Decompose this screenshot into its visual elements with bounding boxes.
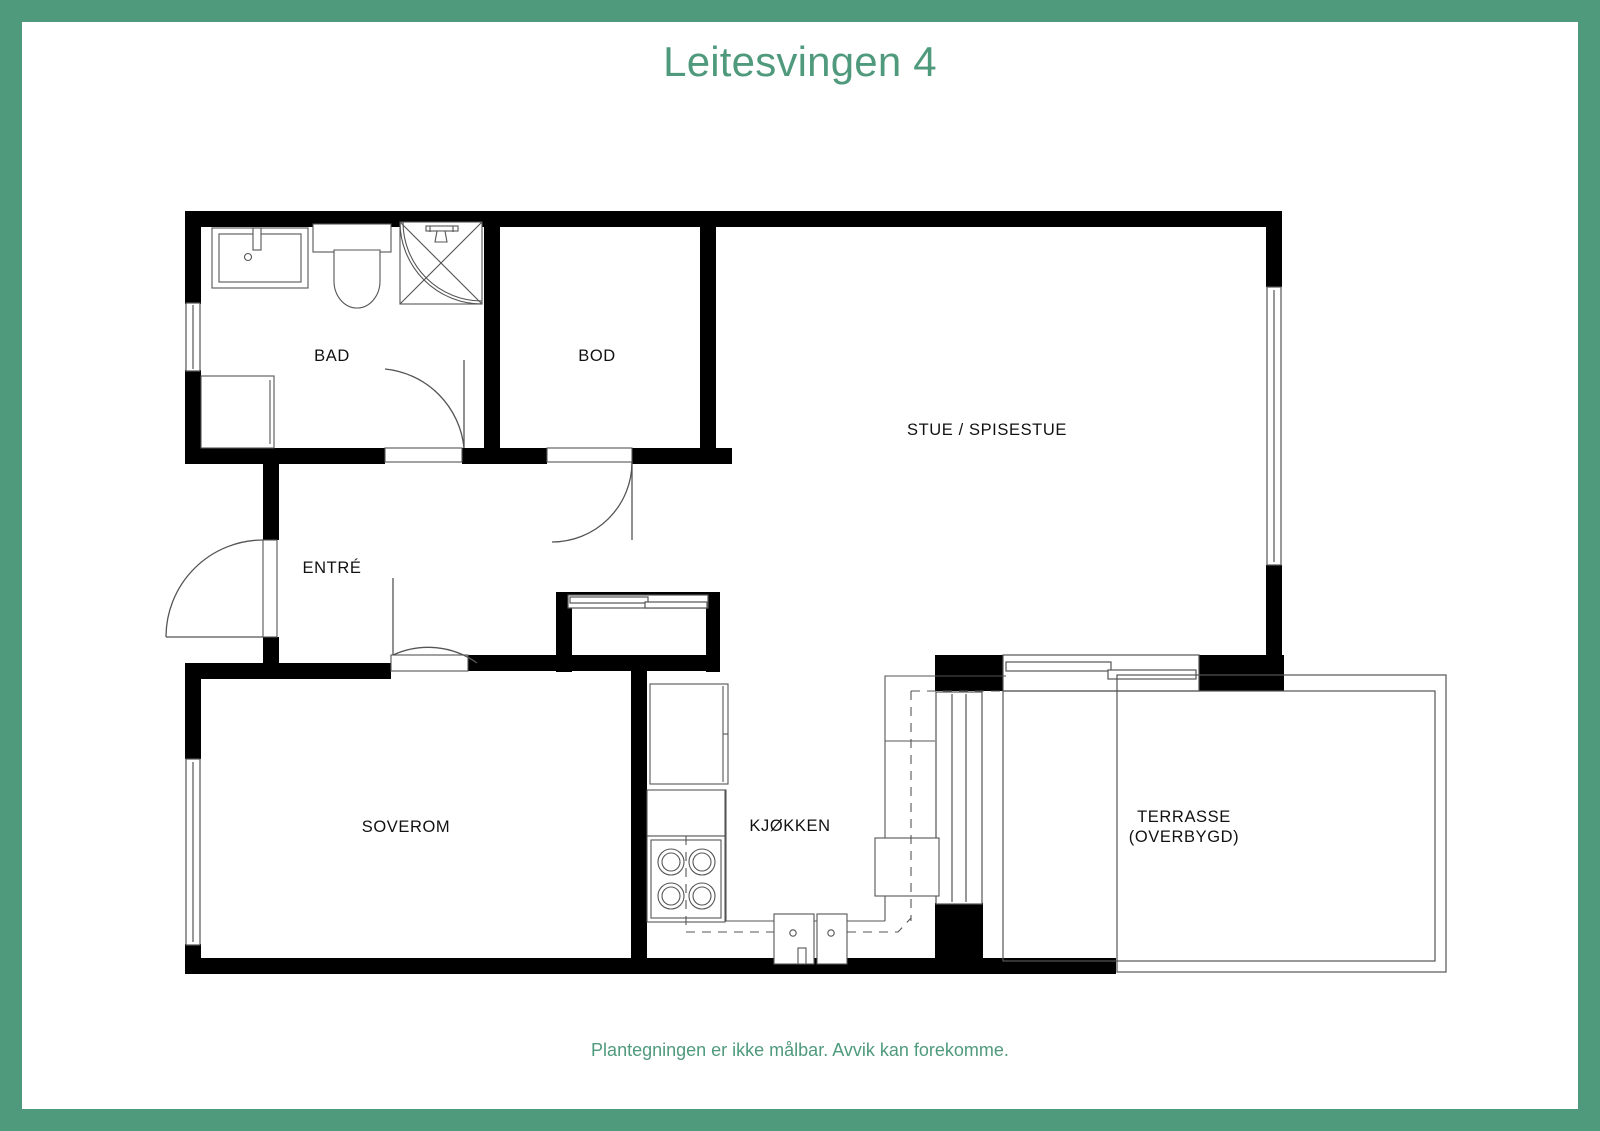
room-label-bod: BOD <box>578 347 616 365</box>
window-kitchen <box>935 691 983 905</box>
wall-closet-right <box>706 592 720 672</box>
refrigerator-fixture <box>649 683 729 785</box>
kitchen-fixtures-group <box>646 675 1006 965</box>
wall-exterior-right-stue-upper <box>1266 211 1282 287</box>
room-label-terrasse: TERRASSE <box>1137 808 1231 826</box>
wall-bad-bod-divider <box>484 219 500 456</box>
wall-entre-bottom-closet <box>556 592 572 672</box>
terrace-outline-inner <box>1002 690 1436 962</box>
wall-soverom-kjokken-divider <box>631 663 647 972</box>
wall-entre-bottom-left <box>185 663 391 679</box>
wall-entre-left-lower <box>263 637 279 671</box>
window-living-room <box>1266 286 1282 566</box>
toilet-fixture <box>312 223 392 309</box>
closet-sliding-door <box>567 594 709 609</box>
wall-bod-stue-divider <box>700 219 716 456</box>
bathroom-door <box>384 360 465 463</box>
bedroom-door <box>390 578 478 672</box>
room-label-stue: STUE / SPISESTUE <box>907 421 1067 439</box>
washing-machine-fixture <box>200 375 275 449</box>
wall-kjokken-terrasse-upper <box>935 655 1003 691</box>
bathroom-vanity-with-sink-fixture <box>211 227 309 289</box>
windows-group <box>185 286 1282 946</box>
wall-entre-bottom-right <box>468 655 568 671</box>
window-bathroom <box>185 302 201 372</box>
storage-room-door <box>546 447 633 543</box>
wall-exterior-left-bad-upper <box>185 211 201 304</box>
page-title: Leitesvingen 4 <box>663 38 937 85</box>
room-label-soverom: SOVEROM <box>362 818 451 836</box>
sliding-terrace-door <box>1002 654 1200 692</box>
wall-exterior-bottom <box>185 958 1116 974</box>
room-label-entre: ENTRÉ <box>303 558 362 577</box>
entrance-door <box>165 539 278 638</box>
kitchen-double-sink-fixture <box>773 913 848 965</box>
wall-kjokken-terrasse-lower <box>935 903 983 961</box>
bathroom-fixtures-group <box>200 221 483 449</box>
room-label-terrasse-sub: (OVERBYGD) <box>1129 828 1240 846</box>
corner-shower-fixture <box>399 221 483 305</box>
wall-exterior-left-bad-lower <box>185 370 201 456</box>
terrace-outline-outer <box>1116 674 1447 973</box>
page-footer-note: Plantegningen er ikke målbar. Avvik kan … <box>591 1040 1009 1060</box>
walls-group <box>185 211 1284 974</box>
wall-exterior-left-soverom-upper <box>185 671 201 759</box>
kitchen-dashed-cabinet-lines <box>685 690 1003 933</box>
room-label-kjokken: KJØKKEN <box>749 817 830 835</box>
doors-group <box>165 360 633 672</box>
terrace-group <box>1002 674 1447 973</box>
wall-bod-bottom-left <box>484 448 547 464</box>
wall-entre-left-upper <box>263 456 279 540</box>
kitchen-side-cabinet <box>874 837 940 897</box>
wall-exterior-right-stue-lower <box>1266 565 1282 675</box>
room-label-bad: BAD <box>314 347 350 365</box>
wall-bod-bottom-right <box>632 448 732 464</box>
sliding-doors-group <box>567 594 1200 692</box>
room-labels-group: BAD BOD STUE / SPISESTUE ENTRÉ SOVEROM K… <box>303 347 1240 846</box>
wall-bad-bottom-left <box>185 448 385 464</box>
window-bedroom <box>185 758 201 946</box>
